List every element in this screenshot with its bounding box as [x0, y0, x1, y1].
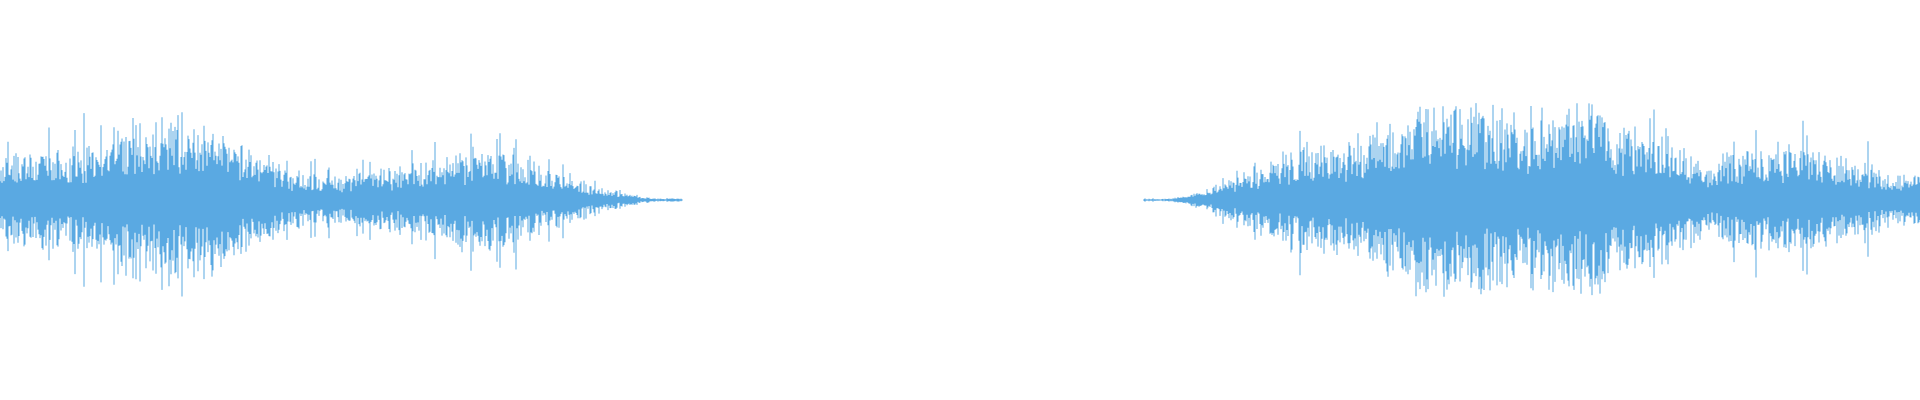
right-audio-segment [1143, 103, 1920, 297]
left-audio-segment [0, 112, 683, 297]
right-audio-segment-peaks [1143, 103, 1920, 297]
left-audio-segment-peaks [0, 112, 683, 297]
